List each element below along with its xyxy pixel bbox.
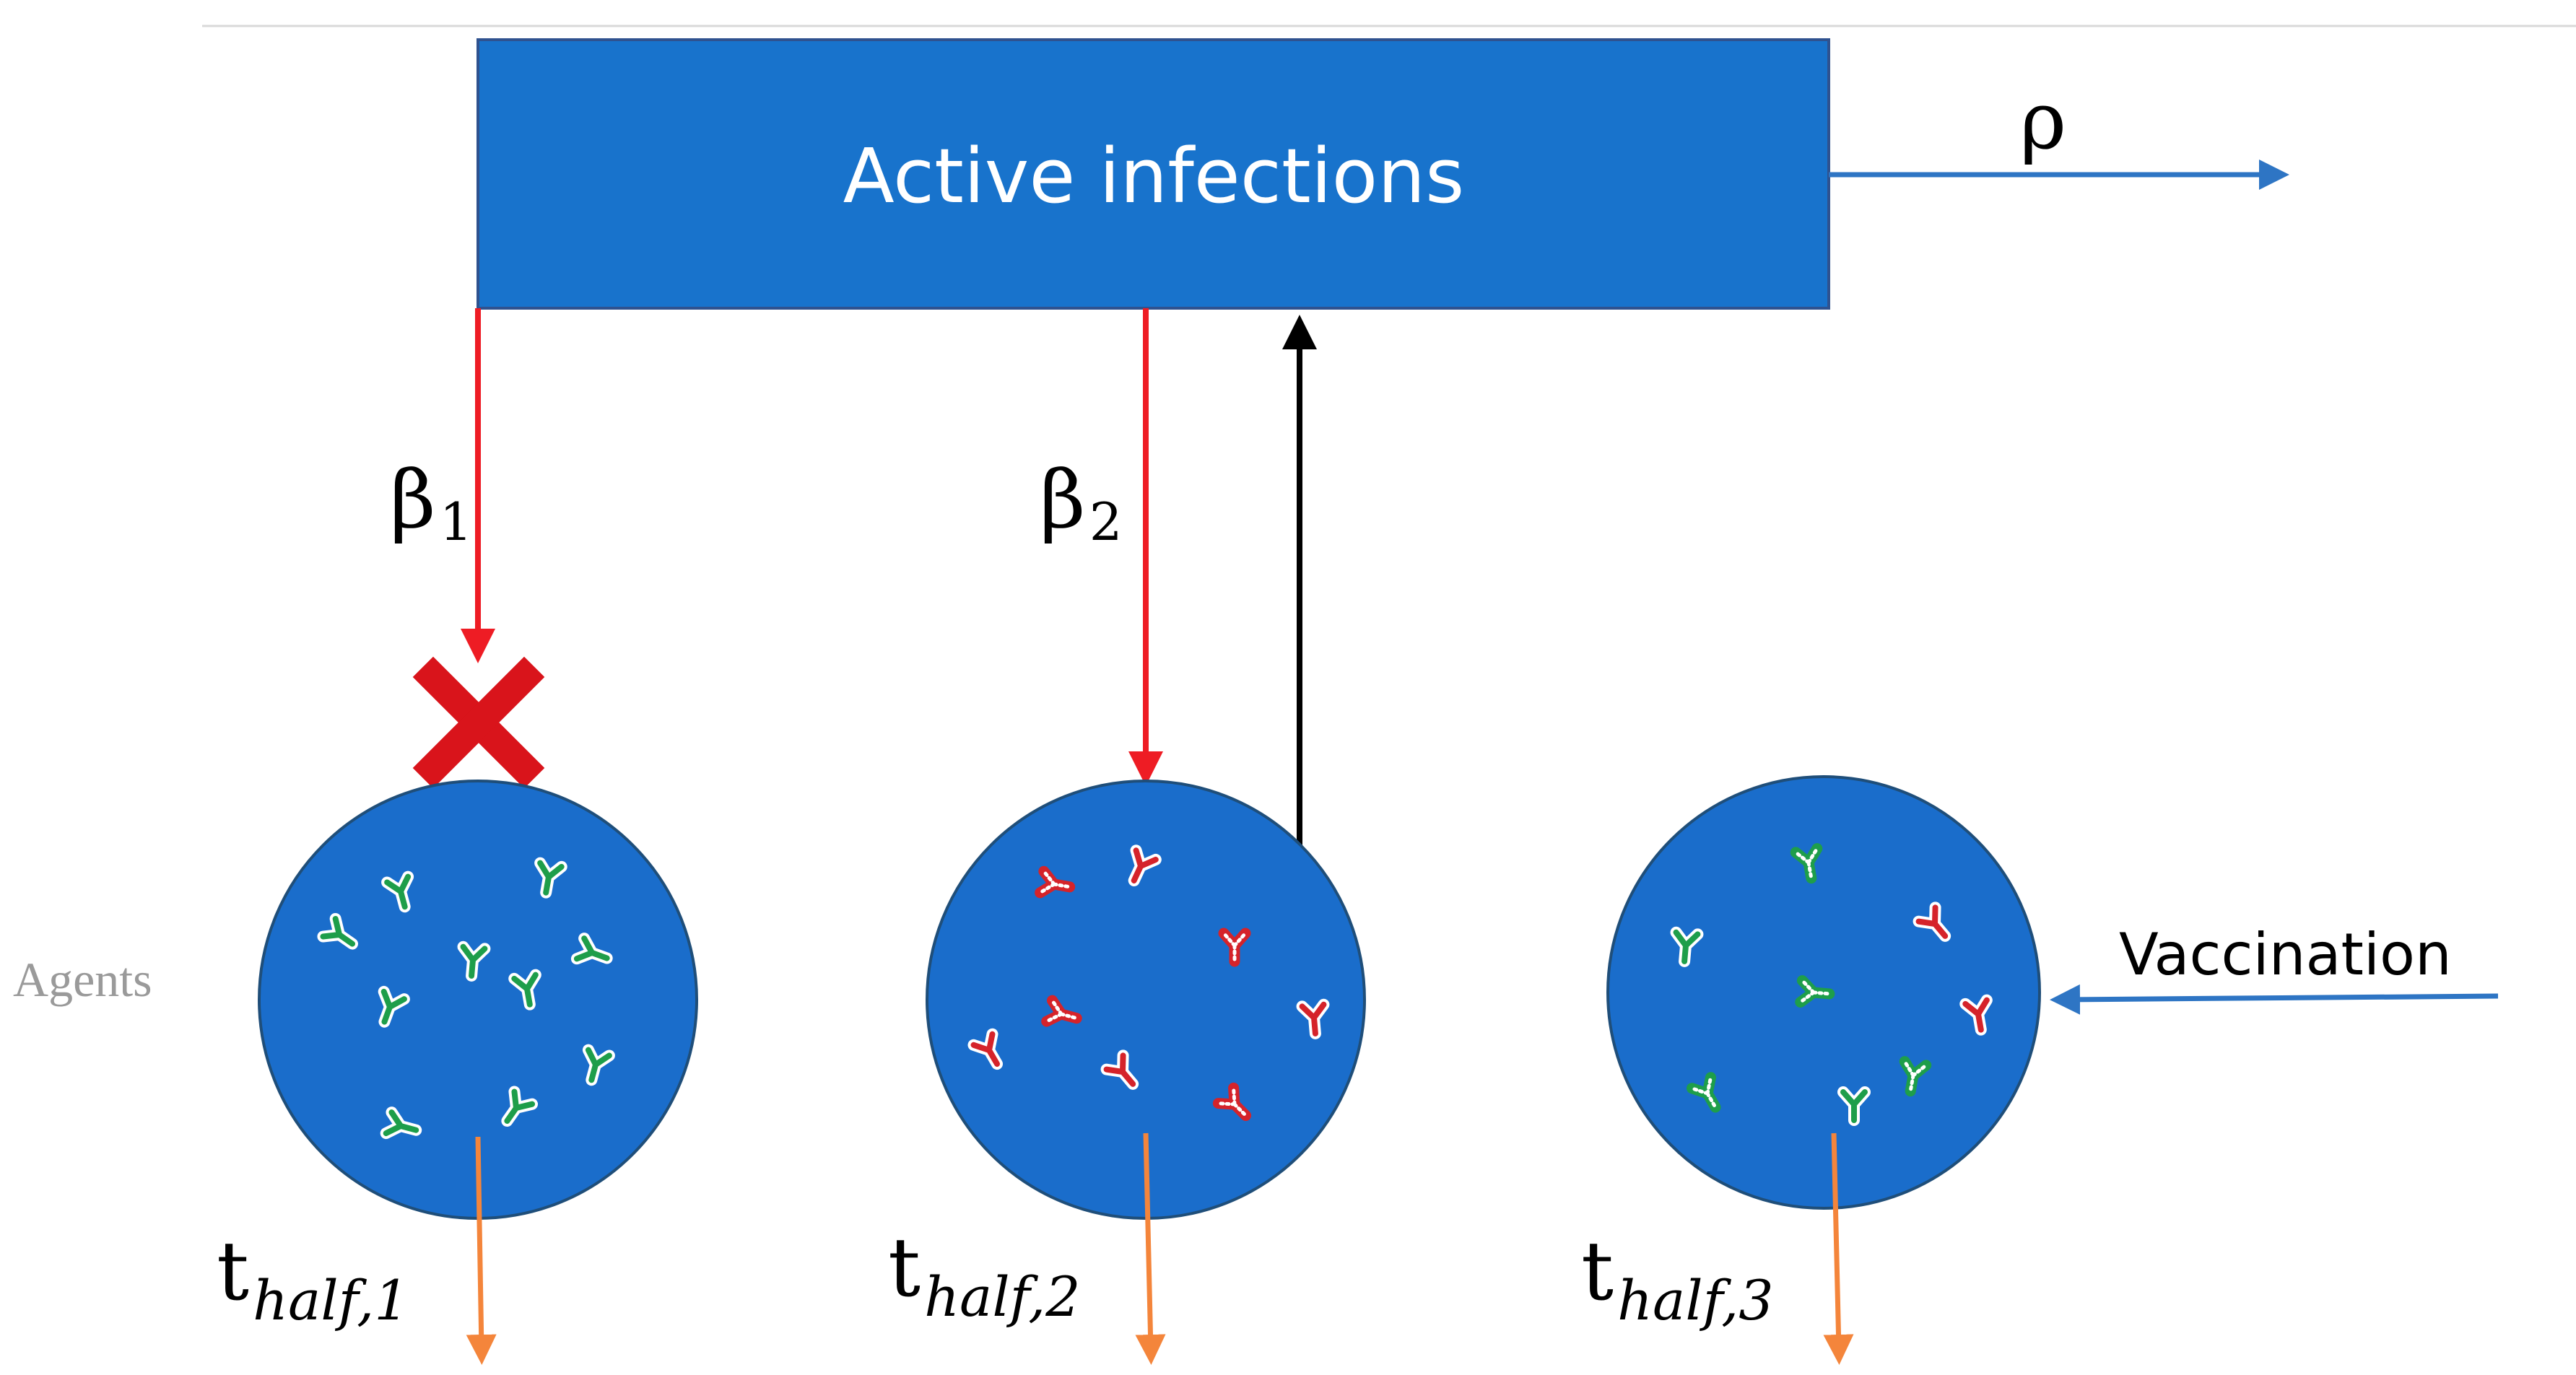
thalf1-symbol: t bbox=[217, 1225, 249, 1319]
thalf2-label: t half,2 bbox=[888, 1221, 1081, 1329]
decay-arrow-3 bbox=[1823, 1132, 1854, 1365]
beta2-subscript: 2 bbox=[1089, 492, 1123, 552]
thalf2-symbol: t bbox=[888, 1221, 921, 1315]
decay-arrow-1 bbox=[466, 1136, 497, 1365]
agents-label: Agents bbox=[13, 952, 152, 1007]
active-infections-box bbox=[477, 38, 1830, 310]
vaccination-label: Vaccination bbox=[2119, 921, 2452, 988]
active-infections-label: Active infections bbox=[843, 132, 1465, 220]
thalf3-symbol: t bbox=[1581, 1225, 1614, 1319]
beta2-symbol: β bbox=[1040, 453, 1086, 546]
beta1-subscript: 1 bbox=[440, 492, 473, 552]
beta2-label: β 2 bbox=[1040, 453, 1123, 552]
beta1-label: β 1 bbox=[390, 453, 473, 552]
thalf3-label: t half,3 bbox=[1581, 1225, 1774, 1332]
thalf1-subscript: half,1 bbox=[253, 1268, 409, 1332]
vaccination-arrow bbox=[2050, 984, 2499, 1015]
rho-label: ρ bbox=[2020, 74, 2067, 167]
compartment-3 bbox=[1606, 775, 2041, 1210]
thalf3-subscript: half,3 bbox=[1617, 1268, 1774, 1332]
thalf1-label: t half,1 bbox=[217, 1225, 409, 1332]
blocked-cross-icon bbox=[412, 656, 545, 789]
beta1-symbol: β bbox=[390, 453, 436, 546]
thalf2-subscript: half,2 bbox=[924, 1265, 1081, 1329]
decay-arrow-2 bbox=[1135, 1132, 1166, 1365]
